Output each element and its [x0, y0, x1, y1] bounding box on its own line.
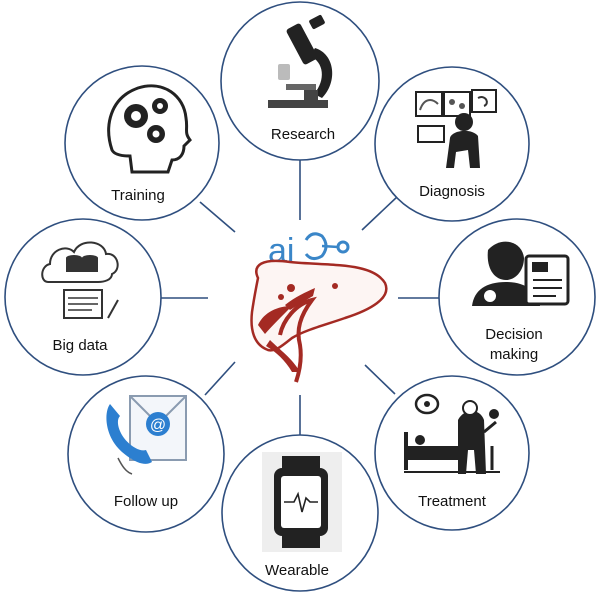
node-followup: @ Follow up: [67, 375, 225, 533]
microscope-icon: [268, 15, 333, 108]
liver-icon: [250, 259, 388, 383]
phone-email-icon: @: [106, 395, 187, 475]
stethoscope-logo-tube: [321, 244, 339, 249]
node-bigdata-label: Big data: [52, 337, 108, 354]
node-treatment: Treatment: [374, 375, 530, 531]
node-diagnosis-label: Diagnosis: [419, 183, 485, 200]
node-wearable: Wearable: [221, 434, 379, 592]
node-treatment-label: Treatment: [418, 493, 487, 510]
node-diagnosis: Diagnosis: [374, 66, 530, 222]
node-decision-label-1: Decision: [485, 326, 543, 343]
node-research-circle: [220, 1, 380, 161]
node-research-label: Research: [271, 126, 335, 143]
connectors: [160, 160, 440, 435]
connector-training: [199, 201, 236, 233]
node-decision: Decision making: [438, 218, 596, 376]
stethoscope-logo-dot: [336, 240, 350, 254]
doctor-monitors-icon: [415, 89, 497, 168]
connector-diagnosis: [361, 195, 399, 231]
node-wearable-label: Wearable: [265, 562, 329, 579]
node-training-label: Training: [111, 187, 165, 204]
connector-followup: [204, 361, 236, 396]
brain-gears-icon: [107, 84, 192, 174]
connector-treatment: [364, 364, 396, 395]
node-training: Training: [64, 65, 220, 221]
svg-text:@: @: [150, 417, 166, 434]
surgery-icon: [404, 393, 500, 474]
node-research: Research: [220, 1, 380, 161]
node-bigdata: Big data: [4, 218, 162, 376]
doctor-clipboard-icon: [472, 241, 570, 306]
node-followup-label: Follow up: [114, 493, 178, 510]
smartwatch-icon: [262, 452, 342, 552]
cloud-database-icon: [41, 241, 119, 319]
node-decision-label-2: making: [490, 346, 538, 363]
